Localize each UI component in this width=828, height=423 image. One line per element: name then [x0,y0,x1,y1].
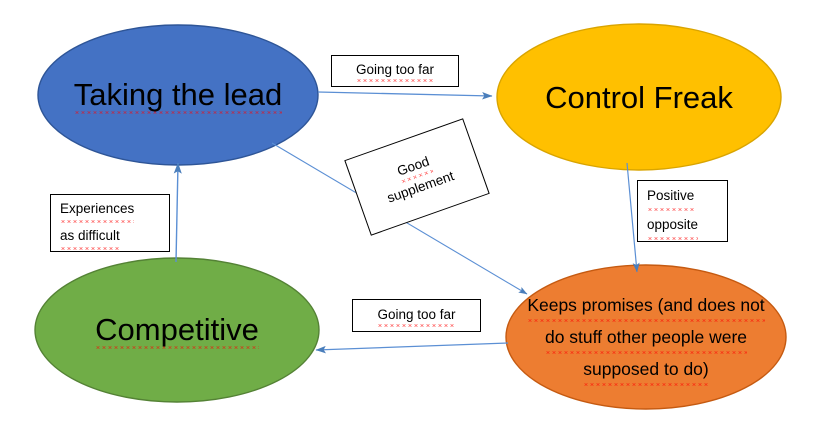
callout-going-too-far-bottom[interactable]: Going too far [352,299,481,332]
arrow-keeps-promises-to-competitive [315,342,509,354]
node-competitive[interactable] [34,257,320,403]
arrow-lead-to-control [317,91,493,100]
callout-experiences-as-difficult[interactable]: Experiences as difficult [50,194,170,252]
callout-positive-opposite[interactable]: Positive opposite [637,180,728,242]
arrow-competitive-to-lead [173,162,182,263]
callout-line-text: Positive [647,182,695,211]
callout-line-text: Going too far [377,304,456,327]
callout-line-text: Experiences [60,196,135,223]
callout-line-text: opposite [647,211,699,240]
callout-going-too-far-top[interactable]: Going too far [331,55,459,87]
arrow-control-to-keeps-promises [626,162,640,273]
callout-line-text: Going too far [355,60,435,82]
node-keeps-promises[interactable] [505,264,787,410]
node-control-freak[interactable] [496,23,782,171]
node-taking-the-lead[interactable] [37,24,319,166]
callout-line-text: as difficult [60,223,120,250]
